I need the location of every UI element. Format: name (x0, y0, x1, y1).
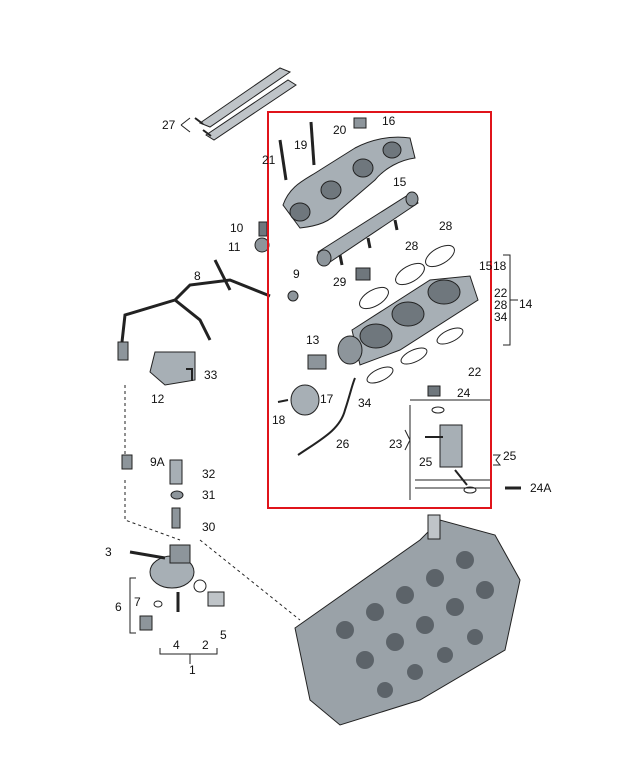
highlight-frame (267, 111, 492, 509)
callout-28-top: 28 (439, 219, 453, 233)
callout-22-lower: 22 (468, 365, 482, 379)
callout-27: 27 (162, 118, 176, 132)
callout-20: 20 (333, 123, 347, 137)
callout-34-lower: 34 (358, 396, 372, 410)
callout-18-right: 18 (493, 259, 507, 273)
callout-15-right: 15 (479, 259, 493, 273)
callout-30: 30 (202, 520, 216, 534)
callout-9: 9 (293, 267, 300, 281)
callout-23: 23 (389, 437, 403, 451)
callout-4: 4 (173, 638, 180, 652)
intake-manifold-16 (282, 136, 416, 229)
callout-25-inner: 25 (419, 455, 433, 469)
callout-9A: 9A (150, 455, 165, 469)
callout-24A: 24A (530, 481, 552, 495)
callout-34-right: 34 (494, 310, 508, 324)
fuel-line-27 (194, 67, 297, 141)
callout-32: 32 (202, 467, 216, 481)
callout-2: 2 (202, 638, 209, 652)
callout-33: 33 (204, 368, 218, 382)
callout-25-right: 25 (503, 449, 517, 463)
high-pressure-pump (129, 544, 225, 631)
callout-26: 26 (336, 437, 350, 451)
callout-11: 11 (228, 240, 241, 254)
callout-6: 6 (115, 600, 122, 614)
callout-24: 24 (457, 386, 471, 400)
callout-10: 10 (230, 221, 244, 235)
callout-15: 15 (393, 175, 407, 189)
callout-14: 14 (519, 297, 533, 311)
callout-18-left: 18 (272, 413, 286, 427)
callout-3: 3 (105, 545, 112, 559)
callout-13: 13 (306, 333, 320, 347)
callout-28-mid: 28 (405, 239, 419, 253)
injector-group (409, 399, 490, 500)
callout-19: 19 (294, 138, 308, 152)
callout-1: 1 (189, 663, 196, 677)
lower-intake-14 (337, 275, 479, 366)
callout-21: 21 (262, 153, 276, 167)
callout-12: 12 (151, 392, 165, 406)
fuel-rail-15 (316, 191, 419, 267)
callout-22-right: 22 (494, 286, 508, 300)
callout-29: 29 (333, 275, 347, 289)
callout-8: 8 (194, 269, 201, 283)
callout-28-right: 28 (494, 298, 508, 312)
callout-31: 31 (202, 488, 216, 502)
callout-17: 17 (320, 392, 334, 406)
callout-16: 16 (382, 114, 396, 128)
cylinder-head (294, 514, 521, 726)
callout-7: 7 (134, 595, 141, 609)
callout-5: 5 (220, 628, 227, 642)
